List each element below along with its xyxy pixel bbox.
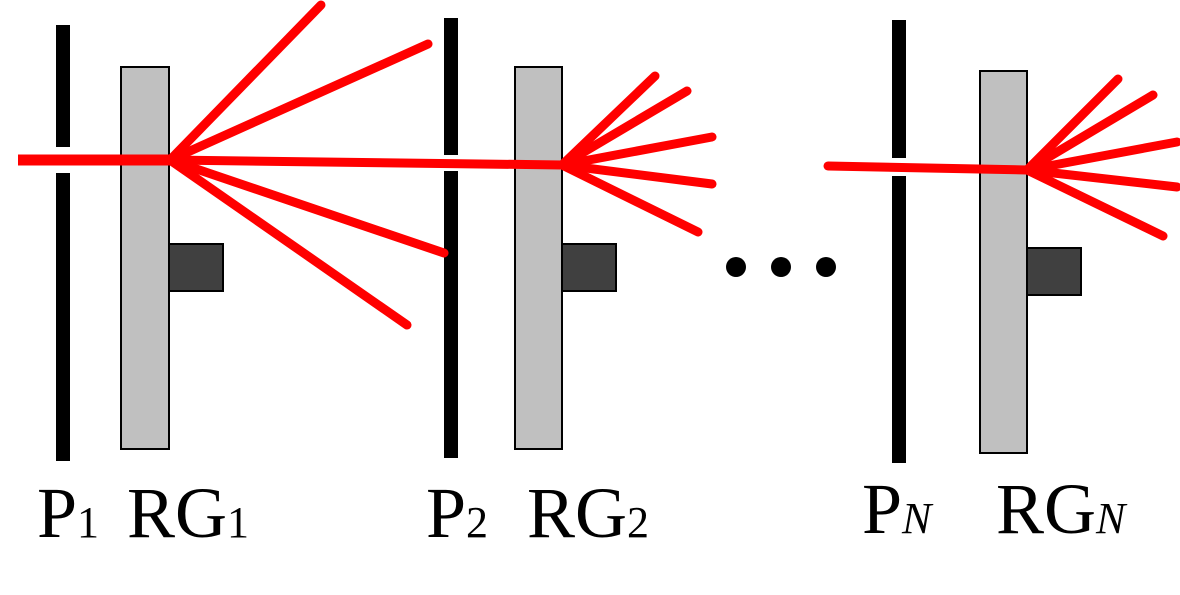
- label-p2: P2: [426, 473, 488, 553]
- rg-plate-1: [120, 66, 170, 450]
- label-rg2: RG2: [527, 473, 649, 553]
- diffracted-beam-nc: [1022, 137, 1180, 175]
- diffracted-beam-1b: [165, 39, 433, 165]
- stage-1: [56, 25, 224, 461]
- ellipsis-dot-2: [771, 257, 791, 277]
- diffracted-beam-2e: [557, 160, 703, 237]
- diffracted-beam-nb: [1022, 90, 1158, 175]
- rg-tab-2: [561, 243, 617, 292]
- diffracted-beam-na: [1022, 74, 1123, 175]
- diffracted-beam-1c: [165, 155, 449, 258]
- label-p1: P1: [37, 473, 99, 553]
- rg-tab-1: [168, 243, 224, 292]
- label-rg1: RG1: [127, 473, 249, 553]
- stage-n: [892, 20, 1082, 463]
- ellipsis: [726, 257, 836, 277]
- ellipsis-dot-3: [816, 257, 836, 277]
- diffracted-beam-2a: [557, 71, 660, 170]
- diffracted-beam-2b: [557, 86, 692, 170]
- diffracted-beam-1a: [165, 0, 326, 165]
- ellipsis-dot-1: [726, 257, 746, 277]
- label-pn: PN: [862, 469, 934, 549]
- rg-plate-n: [979, 70, 1028, 454]
- diffracted-beam-1d: [165, 155, 412, 330]
- diffracted-beam-2d: [557, 160, 717, 189]
- stage-2: [444, 18, 617, 458]
- incident-beam-n: [823, 161, 1032, 175]
- diffracted-beam-ne: [1022, 165, 1168, 241]
- rg-plate-2: [514, 66, 563, 450]
- label-rgn: RGN: [996, 469, 1128, 549]
- labels: P1 RG1 P2 RG2 PN RGN: [37, 469, 1128, 553]
- transmitted-beam-1: [165, 155, 567, 170]
- rg-tab-n: [1026, 247, 1082, 296]
- beams: [18, 0, 1180, 330]
- diffracted-beam-nd: [1022, 165, 1180, 192]
- diffracted-beam-2c: [557, 132, 717, 170]
